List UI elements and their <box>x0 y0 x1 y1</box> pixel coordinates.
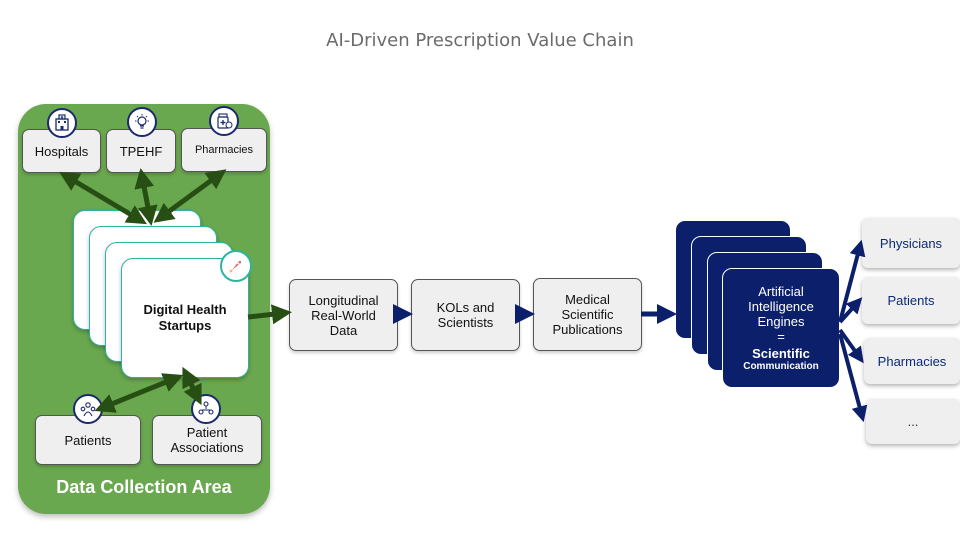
arrow-patients-startups <box>94 373 184 413</box>
target-pharmacies: Pharmacies <box>864 338 960 384</box>
arrow-pharmacies-startups <box>153 169 227 223</box>
pharmacy-icon <box>209 106 239 136</box>
rocket-icon <box>220 250 252 282</box>
scientific-label: Scientific <box>752 345 810 361</box>
ai-engines-card: Artificial Intelligence Engines = Scient… <box>722 268 840 388</box>
arrow-ai-pharmacies <box>838 328 864 364</box>
lightbulb-icon <box>127 107 157 137</box>
step-real-world-data: Longitudinal Real-World Data <box>289 279 398 351</box>
target-physicians: Physicians <box>862 218 960 268</box>
equals-sign: = <box>777 328 785 344</box>
hospital-icon <box>47 108 77 138</box>
target-more: ... <box>866 399 960 444</box>
communication-label: Communication <box>743 360 819 372</box>
arrow-associations-startups <box>182 366 202 406</box>
diagram-title: AI-Driven Prescription Value Chain <box>326 30 634 51</box>
ai-engines-label: Artificial Intelligence Engines <box>748 283 814 329</box>
arrow-ai-physicians <box>838 239 866 323</box>
arrow-ai-more <box>838 333 868 423</box>
arrow-ai-patients <box>838 297 863 324</box>
arrow-tpehf-startups <box>134 168 158 226</box>
data-collection-label: Data Collection Area <box>56 477 232 497</box>
target-patients: Patients <box>862 277 960 324</box>
startups-label: Digital Health Startups <box>143 302 227 333</box>
arrow-startups-data <box>247 304 292 325</box>
arrow-hospitals-startups <box>59 171 147 225</box>
